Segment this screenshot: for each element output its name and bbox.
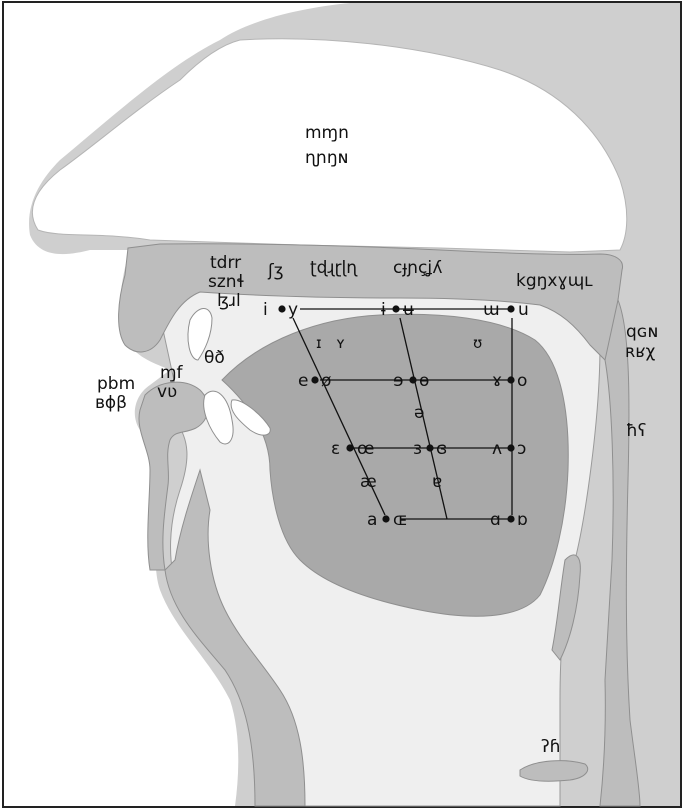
- vowel-close-central: ɨ: [381, 300, 386, 320]
- bilabial-label-2: ʙɸβ: [95, 393, 127, 413]
- vowel-dot: [382, 515, 389, 522]
- vowel-close-front-rounded: y: [288, 300, 298, 320]
- alveolar-label-3: ɮɹl: [217, 291, 241, 311]
- vowel-close-front: i: [263, 300, 268, 320]
- vowel-closemid-back: ɤ: [492, 371, 502, 391]
- vowel-closemid-central-rounded: ɵ: [419, 371, 429, 391]
- uvular-label-2: ʀʁχ: [625, 342, 656, 362]
- vowel-near-close-back: ʊ: [473, 334, 482, 352]
- bilabial-label-1: pbm: [97, 374, 135, 394]
- vowel-open-back-rounded: ɒ: [517, 510, 528, 530]
- vowel-closemid-central: ɘ: [393, 371, 403, 391]
- vowel-open-back: ɑ: [490, 510, 501, 530]
- vowel-near-open-central: ɐ: [432, 472, 442, 492]
- vowel-closemid-front: e: [298, 371, 308, 391]
- nasal-label-1: mɱn: [305, 123, 349, 143]
- vowel-openmid-central: ɜ: [413, 439, 422, 459]
- vowel-closemid-back-rounded: o: [517, 371, 527, 391]
- vowel-dot: [507, 376, 514, 383]
- vowel-openmid-back: ʌ: [492, 439, 502, 459]
- vowel-near-open-front: æ: [360, 472, 377, 492]
- dental-label: θð: [204, 348, 225, 368]
- vowel-close-back-rounded: u: [518, 300, 529, 320]
- vowel-dot: [409, 376, 416, 383]
- vowel-close-central-rounded: ʉ: [403, 300, 414, 320]
- vowel-closemid-front-rounded: ø: [321, 371, 331, 391]
- alveolar-label-1: tdrr: [210, 253, 241, 273]
- vowel-near-close-1: ɪ: [316, 334, 322, 352]
- vowel-close-back: ɯ: [483, 300, 500, 320]
- vowel-dot: [507, 444, 514, 451]
- labiodental-label-2: vʋ: [157, 382, 177, 402]
- vowel-openmid-central-rounded: ɞ: [436, 439, 447, 459]
- vowel-near-close-2: ʏ: [336, 334, 345, 352]
- vowel-openmid-back-rounded: ɔ: [517, 439, 526, 459]
- vowel-dot: [311, 376, 318, 383]
- pharyngeal-label: ħʕ: [626, 421, 647, 441]
- postalveolar-label: ʃʒ: [267, 261, 284, 281]
- vowel-open-front: a: [367, 510, 377, 530]
- palatal-label: cɟɲçʝʎ: [393, 258, 442, 278]
- vowel-dot: [278, 305, 285, 312]
- vowel-dot: [507, 305, 514, 312]
- glottal-label: ʔɦ: [541, 737, 560, 757]
- vowel-dot: [426, 444, 433, 451]
- vowel-open-front-rounded: ɶ: [393, 510, 408, 530]
- retroflex-label: ʈɖɻɽɭɳ: [310, 258, 358, 278]
- vowel-dot: [507, 515, 514, 522]
- vowel-dot: [392, 305, 399, 312]
- labiodental-label-1: ɱf: [160, 363, 184, 383]
- nasal-label-2: ɳɲŋɴ: [305, 148, 348, 168]
- vowel-dot: [346, 444, 353, 451]
- velar-label: kgŋxɣɰʟ: [516, 271, 593, 291]
- uvular-label-1: qɢɴ: [626, 322, 658, 342]
- vowel-openmid-front: ɛ: [331, 439, 340, 459]
- vowel-openmid-front-rounded: œ: [357, 439, 374, 459]
- alveolar-label-2: sznɬ: [208, 272, 245, 292]
- vowel-mid-central: ə: [414, 403, 424, 423]
